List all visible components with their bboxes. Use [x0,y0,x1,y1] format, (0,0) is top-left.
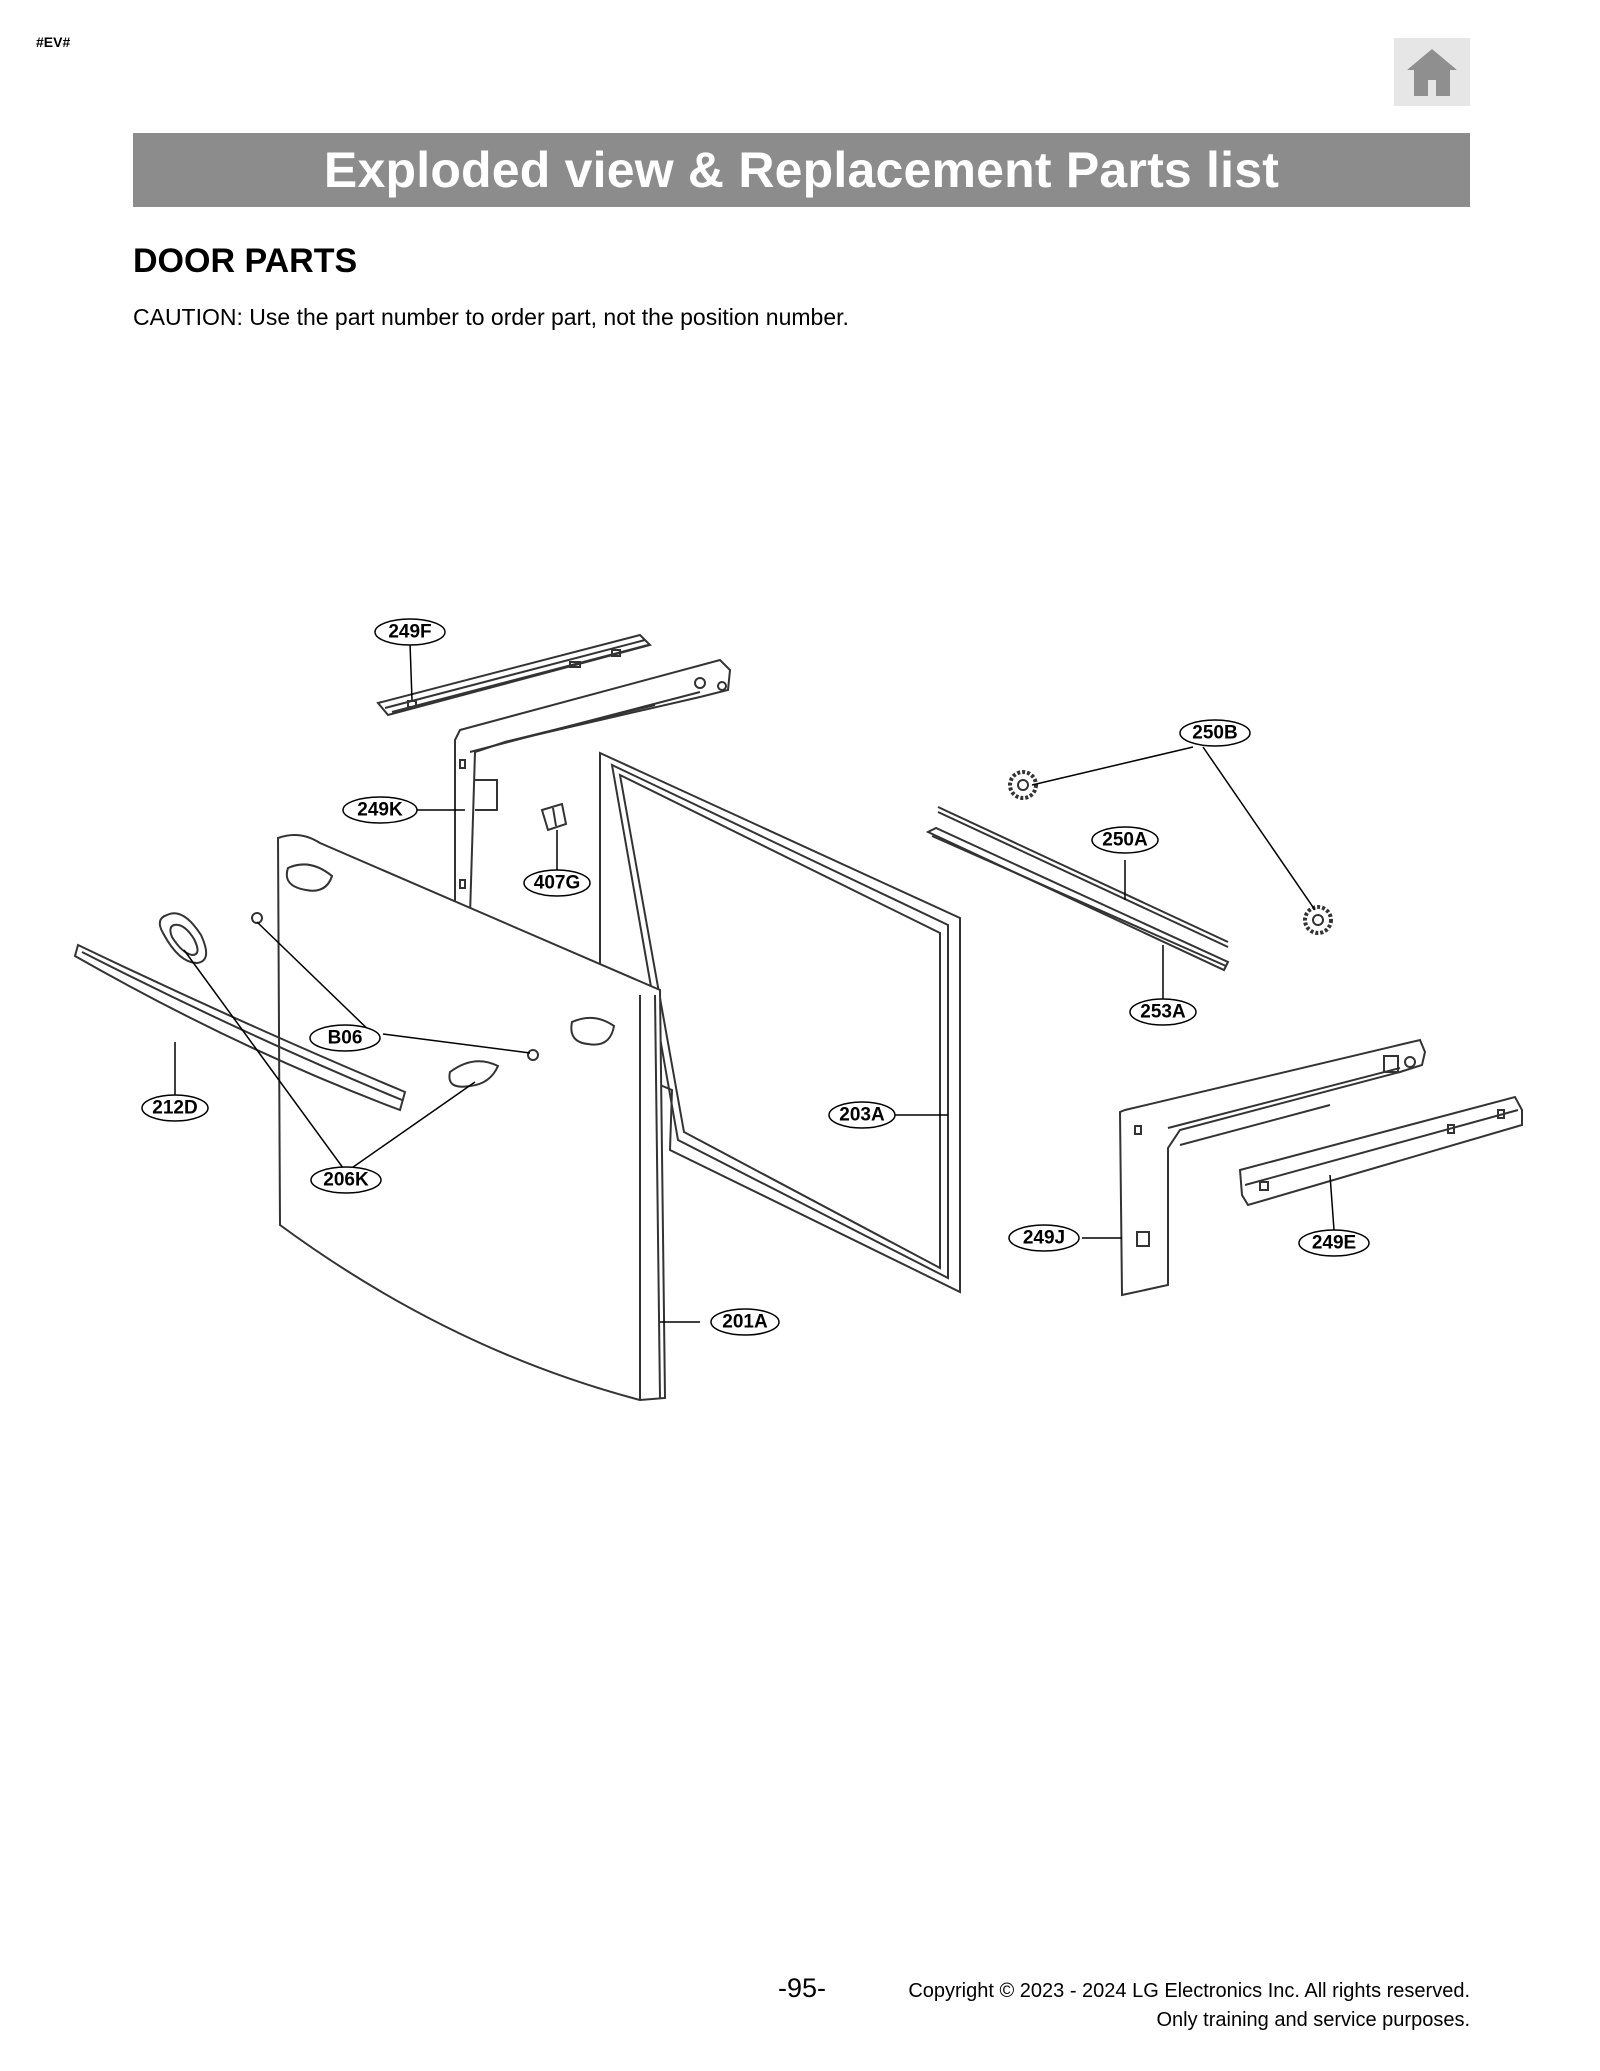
page-title: Exploded view & Replacement Parts list [323,142,1280,198]
part-249E-rail [1238,1095,1523,1207]
page-number: -95- [778,1973,827,2003]
title-banner: Exploded view & Replacement Parts list [133,133,1470,207]
home-button[interactable] [1394,38,1470,106]
exploded-view-diagram: 249F 249K 407G B06 212D 206K 203A 201A 2… [73,618,1523,1402]
part-250A-shaft [937,806,1229,948]
copyright-line: Copyright © 2023 - 2024 LG Electronics I… [908,1980,1470,2002]
usage-line: Only training and service purposes. [1156,2009,1471,2031]
part-253A-shaft [925,826,1230,972]
home-icon [1407,49,1457,96]
part-407G-clip [540,802,568,832]
label-206K: 206K [323,1170,369,1191]
part-250B-gears [1008,770,1333,935]
label-249J: 249J [1023,1228,1065,1249]
document-tag: #EV# [36,34,71,50]
label-203A: 203A [839,1105,885,1126]
part-249K-bracket [454,658,732,922]
label-201A: 201A [722,1312,768,1333]
label-212D: 212D [152,1098,197,1119]
section-heading: DOOR PARTS [133,242,358,280]
copyright-notice: Copyright © 2023 - 2024 LG Electronics I… [908,1977,1470,2035]
label-253A: 253A [1140,1002,1186,1023]
part-249F-rail [376,633,652,717]
label-249F: 249F [388,622,431,643]
label-407G: 407G [534,873,580,894]
label-B06: B06 [328,1028,363,1049]
part-249J-bracket [1118,1038,1427,1297]
label-250B: 250B [1192,723,1237,744]
caution-text: CAUTION: Use the part number to order pa… [133,304,849,330]
part-201A-door [276,833,667,1402]
label-250A: 250A [1102,830,1148,851]
part-206K-cap [158,912,208,965]
label-249E: 249E [1312,1233,1356,1254]
label-249K: 249K [357,800,403,821]
